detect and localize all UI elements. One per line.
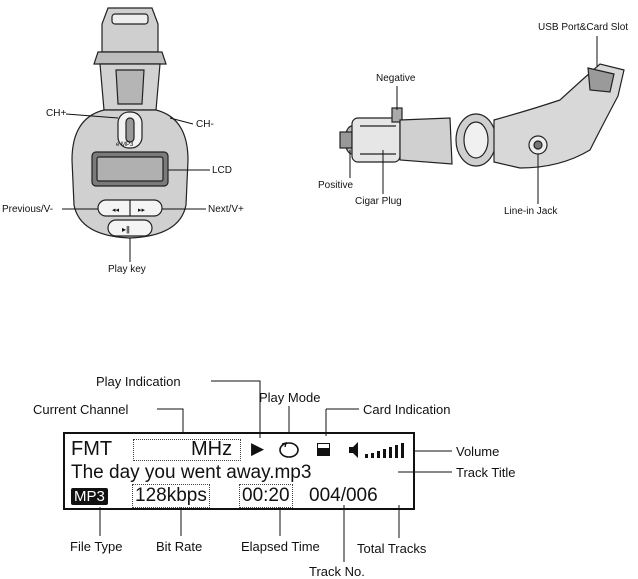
track-count-text: 004/006 <box>309 485 378 506</box>
brand-logo: e MP3 <box>116 142 134 148</box>
play-indicator-icon: ▶ <box>251 439 265 458</box>
play-pause-glyph: ▸ǁ <box>122 225 130 234</box>
bit-rate-text: 128kbps <box>132 484 210 508</box>
play-key-label: Play key <box>108 264 146 275</box>
repeat-mode-icon <box>279 442 299 458</box>
play-indication-label: Play Indication <box>96 374 181 389</box>
forward-glyph: ▸▸ <box>138 206 146 214</box>
track-title-text: The day you went away.mp3 <box>71 462 312 483</box>
line-in-jack-label: Line-in Jack <box>504 206 558 217</box>
rewind-glyph: ◂◂ <box>112 206 120 214</box>
volume-bars-icon <box>349 442 404 458</box>
track-no-label: Track No. <box>309 564 365 579</box>
front-view-device <box>71 7 189 239</box>
lcd-label: LCD <box>212 165 233 176</box>
cigar-plug-label: Cigar Plug <box>355 196 402 207</box>
elapsed-time-label: Elapsed Time <box>241 539 320 554</box>
file-type-label: File Type <box>70 539 123 554</box>
previous-v-label: Previous/V- <box>2 204 54 215</box>
current-channel-label: Current Channel <box>33 402 129 417</box>
usb-port-label: USB Port&Card Slot <box>538 22 629 33</box>
elapsed-time-text: 00:20 <box>239 484 293 508</box>
volume-label: Volume <box>456 444 500 459</box>
file-type-badge: MP3 <box>71 488 108 505</box>
play-mode-label: Play Mode <box>259 390 321 405</box>
lcd-leader-lines <box>99 380 452 562</box>
side-view-device <box>339 63 625 169</box>
card-indication-label: Card Indication <box>363 402 451 417</box>
side-leader-lines <box>349 36 598 204</box>
ch-plus-label: CH+ <box>46 108 67 119</box>
card-indicator-icon <box>317 443 330 456</box>
track-title-label: Track Title <box>456 465 516 480</box>
lcd-screen: FMT MHz ▶ The day you went away.mp3 MP3 … <box>63 432 415 510</box>
front-leader-lines <box>62 113 210 262</box>
mhz-text: MHz <box>191 438 233 460</box>
next-v-label: Next/V+ <box>208 204 244 215</box>
frequency-digits-box <box>133 439 241 461</box>
total-tracks-label: Total Tracks <box>357 541 427 556</box>
positive-label: Positive <box>318 180 354 191</box>
fmt-text: FMT <box>71 438 113 460</box>
negative-label: Negative <box>376 73 416 84</box>
ch-minus-label: CH- <box>196 119 214 130</box>
bit-rate-label: Bit Rate <box>156 539 203 554</box>
